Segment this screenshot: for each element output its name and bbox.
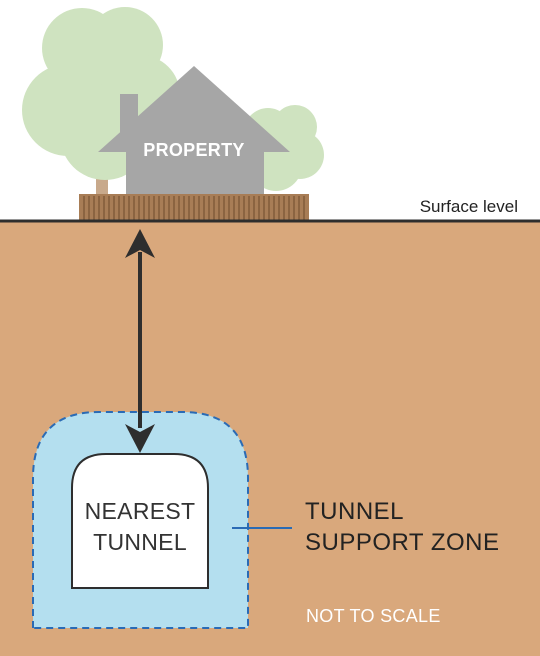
support-zone-label: TUNNEL SUPPORT ZONE [305, 496, 499, 558]
support-zone-label-line-2: SUPPORT ZONE [305, 529, 500, 556]
arrow-head-up [125, 229, 155, 258]
house-roof [98, 66, 290, 152]
nearest-tunnel-label: NEAREST TUNNEL [72, 496, 208, 558]
support-zone-label-line-1: TUNNEL [305, 498, 405, 525]
nearest-tunnel-label-line-1: NEAREST [84, 498, 196, 524]
fence [79, 194, 309, 222]
surface-level-label: Surface level [419, 197, 518, 216]
property-label: PROPERTY [143, 140, 245, 160]
house-body [126, 150, 264, 198]
depth-arrow [125, 229, 155, 453]
property-house [98, 66, 290, 198]
nearest-tunnel-label-line-2: TUNNEL [93, 529, 187, 555]
nearest-tunnel [71, 453, 209, 589]
arrow-head-down [125, 424, 155, 453]
not-to-scale-note: NOT TO SCALE [306, 606, 441, 626]
